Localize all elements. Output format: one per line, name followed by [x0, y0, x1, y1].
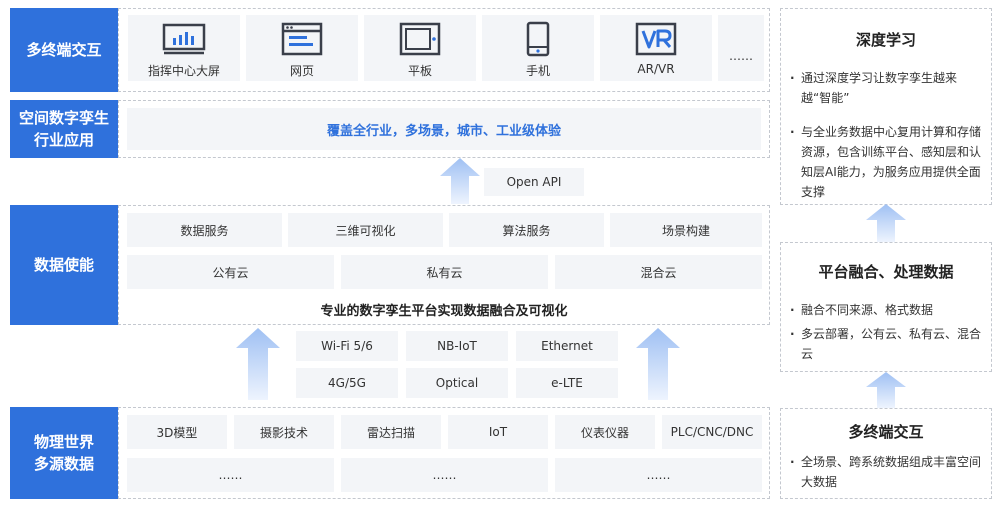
data-panel: 数据服务 三维可视化 算法服务 场景构建 公有云 私有云 混合云 专业的数字孪生…: [118, 205, 770, 325]
terminal-item-label: 指挥中心大屏: [147, 64, 220, 78]
source-label: 仪表仪器: [580, 425, 629, 440]
terminal-item-label: 平板: [407, 64, 432, 78]
terminal-item-webpage: 网页: [246, 15, 358, 81]
more-cell: ……: [555, 458, 762, 492]
bullet-point: 多云部署，公有云、私有云、混合云: [781, 324, 991, 364]
row-label-physical: 物理世界 多源数据: [10, 407, 118, 499]
terminal-item-label: 网页: [289, 64, 314, 78]
up-arrow-icon: [866, 372, 906, 408]
network-label: Wi-Fi 5/6: [321, 339, 373, 353]
row-label-terminal: 多终端交互: [10, 8, 118, 92]
box-points: 全场景、跨系统数据组成丰富空间大数据: [781, 452, 991, 492]
network-cell: 4G/5G: [296, 368, 398, 398]
service-label: 数据服务: [180, 223, 229, 238]
up-arrow-icon: [636, 328, 680, 400]
ellipsis-text: ……: [432, 468, 457, 482]
network-label: Optical: [435, 376, 479, 390]
terminal-item-label: AR/VR: [637, 62, 675, 76]
data-summary: 专业的数字孪生平台实现数据融合及可视化: [320, 304, 568, 319]
webpage-icon: [280, 21, 324, 57]
source-cell: IoT: [448, 415, 548, 449]
row-label-text: 空间数字孪生 行业应用: [18, 109, 109, 149]
source-cell: PLC/CNC/DNC: [662, 415, 762, 449]
network-label: e-LTE: [551, 376, 583, 390]
row-label-text: 数据使能: [33, 256, 94, 274]
source-label: 摄影技术: [259, 425, 308, 440]
open-api-label: Open API: [484, 168, 584, 196]
terminal-item-more: ……: [718, 15, 764, 81]
industry-panel: 覆盖全行业，多场景，城市、工业级体验: [118, 100, 770, 158]
terminal-item-label: 手机: [525, 64, 550, 78]
ellipsis-text: ……: [729, 49, 753, 63]
source-label: 雷达扫描: [366, 425, 415, 440]
physical-panel: 3D模型 摄影技术 雷达扫描 IoT 仪表仪器 PLC/CNC/DNC …… ……: [118, 407, 770, 499]
cloud-cell: 私有云: [341, 255, 548, 289]
phone-icon: [516, 21, 560, 57]
row-label-industry: 空间数字孪生 行业应用: [10, 100, 118, 158]
bullet-point: 全场景、跨系统数据组成丰富空间大数据: [781, 452, 991, 492]
industry-banner-text: 覆盖全行业，多场景，城市、工业级体验: [326, 123, 561, 139]
ellipsis-text: ……: [218, 468, 243, 482]
cloud-cell: 公有云: [127, 255, 334, 289]
source-label: IoT: [488, 425, 508, 439]
network-cell: Optical: [406, 368, 508, 398]
source-cell: 仪表仪器: [555, 415, 655, 449]
box-points: 通过深度学习让数字孪生越来越“智能” 与全业务数据中心复用计算和存储资源，包含训…: [781, 68, 991, 202]
row-label-data: 数据使能: [10, 205, 118, 325]
network-cell: Wi-Fi 5/6: [296, 331, 398, 361]
deep-learning-box: 深度学习 通过深度学习让数字孪生越来越“智能” 与全业务数据中心复用计算和存储资…: [780, 8, 992, 205]
box-title: 平台融合、处理数据: [818, 263, 954, 281]
bullet-point: 通过深度学习让数字孪生越来越“智能”: [781, 68, 991, 108]
service-cell: 数据服务: [127, 213, 282, 247]
terminal-item-vr: AR/VR: [600, 15, 712, 81]
network-cell: NB-IoT: [406, 331, 508, 361]
network-label: Ethernet: [541, 339, 593, 353]
source-cell: 雷达扫描: [341, 415, 441, 449]
platform-fusion-box: 平台融合、处理数据 融合不同来源、格式数据 多云部署，公有云、私有云、混合云: [780, 242, 992, 372]
box-title: 深度学习: [855, 31, 916, 49]
service-cell: 算法服务: [449, 213, 604, 247]
box-points: 融合不同来源、格式数据 多云部署，公有云、私有云、混合云: [781, 300, 991, 364]
network-label: NB-IoT: [437, 339, 477, 353]
source-cell: 摄影技术: [234, 415, 334, 449]
more-cell: ……: [341, 458, 548, 492]
multi-terminal-box: 多终端交互 全场景、跨系统数据组成丰富空间大数据: [780, 408, 992, 499]
cloud-label: 混合云: [640, 265, 677, 280]
cloud-label: 私有云: [426, 265, 463, 280]
up-arrow-icon: [440, 158, 480, 204]
terminal-item-dashboard: 指挥中心大屏: [128, 15, 240, 81]
row-label-text: 多终端交互: [26, 41, 102, 59]
bullet-point: 与全业务数据中心复用计算和存储资源，包含训练平台、感知层和认知层AI能力，为服务…: [781, 122, 991, 202]
source-label: PLC/CNC/DNC: [670, 425, 754, 439]
row-label-text: 物理世界 多源数据: [33, 433, 94, 473]
terminal-panel: 指挥中心大屏 网页 平板: [118, 8, 770, 92]
service-label: 场景构建: [661, 223, 710, 238]
terminal-item-tablet: 平板: [364, 15, 476, 81]
network-label: 4G/5G: [328, 376, 366, 390]
network-cell: e-LTE: [516, 368, 618, 398]
more-cell: ……: [127, 458, 334, 492]
tablet-icon: [398, 21, 442, 57]
vr-icon: [634, 21, 678, 57]
terminal-item-phone: 手机: [482, 15, 594, 81]
bullet-point: 融合不同来源、格式数据: [781, 300, 991, 320]
service-label: 算法服务: [502, 223, 551, 238]
source-cell: 3D模型: [127, 415, 227, 449]
service-label: 三维可视化: [335, 223, 396, 238]
source-label: 3D模型: [156, 425, 198, 440]
cloud-cell: 混合云: [555, 255, 762, 289]
open-api-text: Open API: [506, 175, 562, 189]
up-arrow-icon: [236, 328, 280, 400]
service-cell: 场景构建: [610, 213, 762, 247]
service-cell: 三维可视化: [288, 213, 443, 247]
cloud-label: 公有云: [212, 265, 249, 280]
dashboard-screen-icon: [162, 21, 206, 57]
ellipsis-text: ……: [646, 468, 671, 482]
industry-banner: 覆盖全行业，多场景，城市、工业级体验: [127, 108, 761, 150]
box-title: 多终端交互: [848, 423, 924, 441]
network-cell: Ethernet: [516, 331, 618, 361]
up-arrow-icon: [866, 204, 906, 242]
